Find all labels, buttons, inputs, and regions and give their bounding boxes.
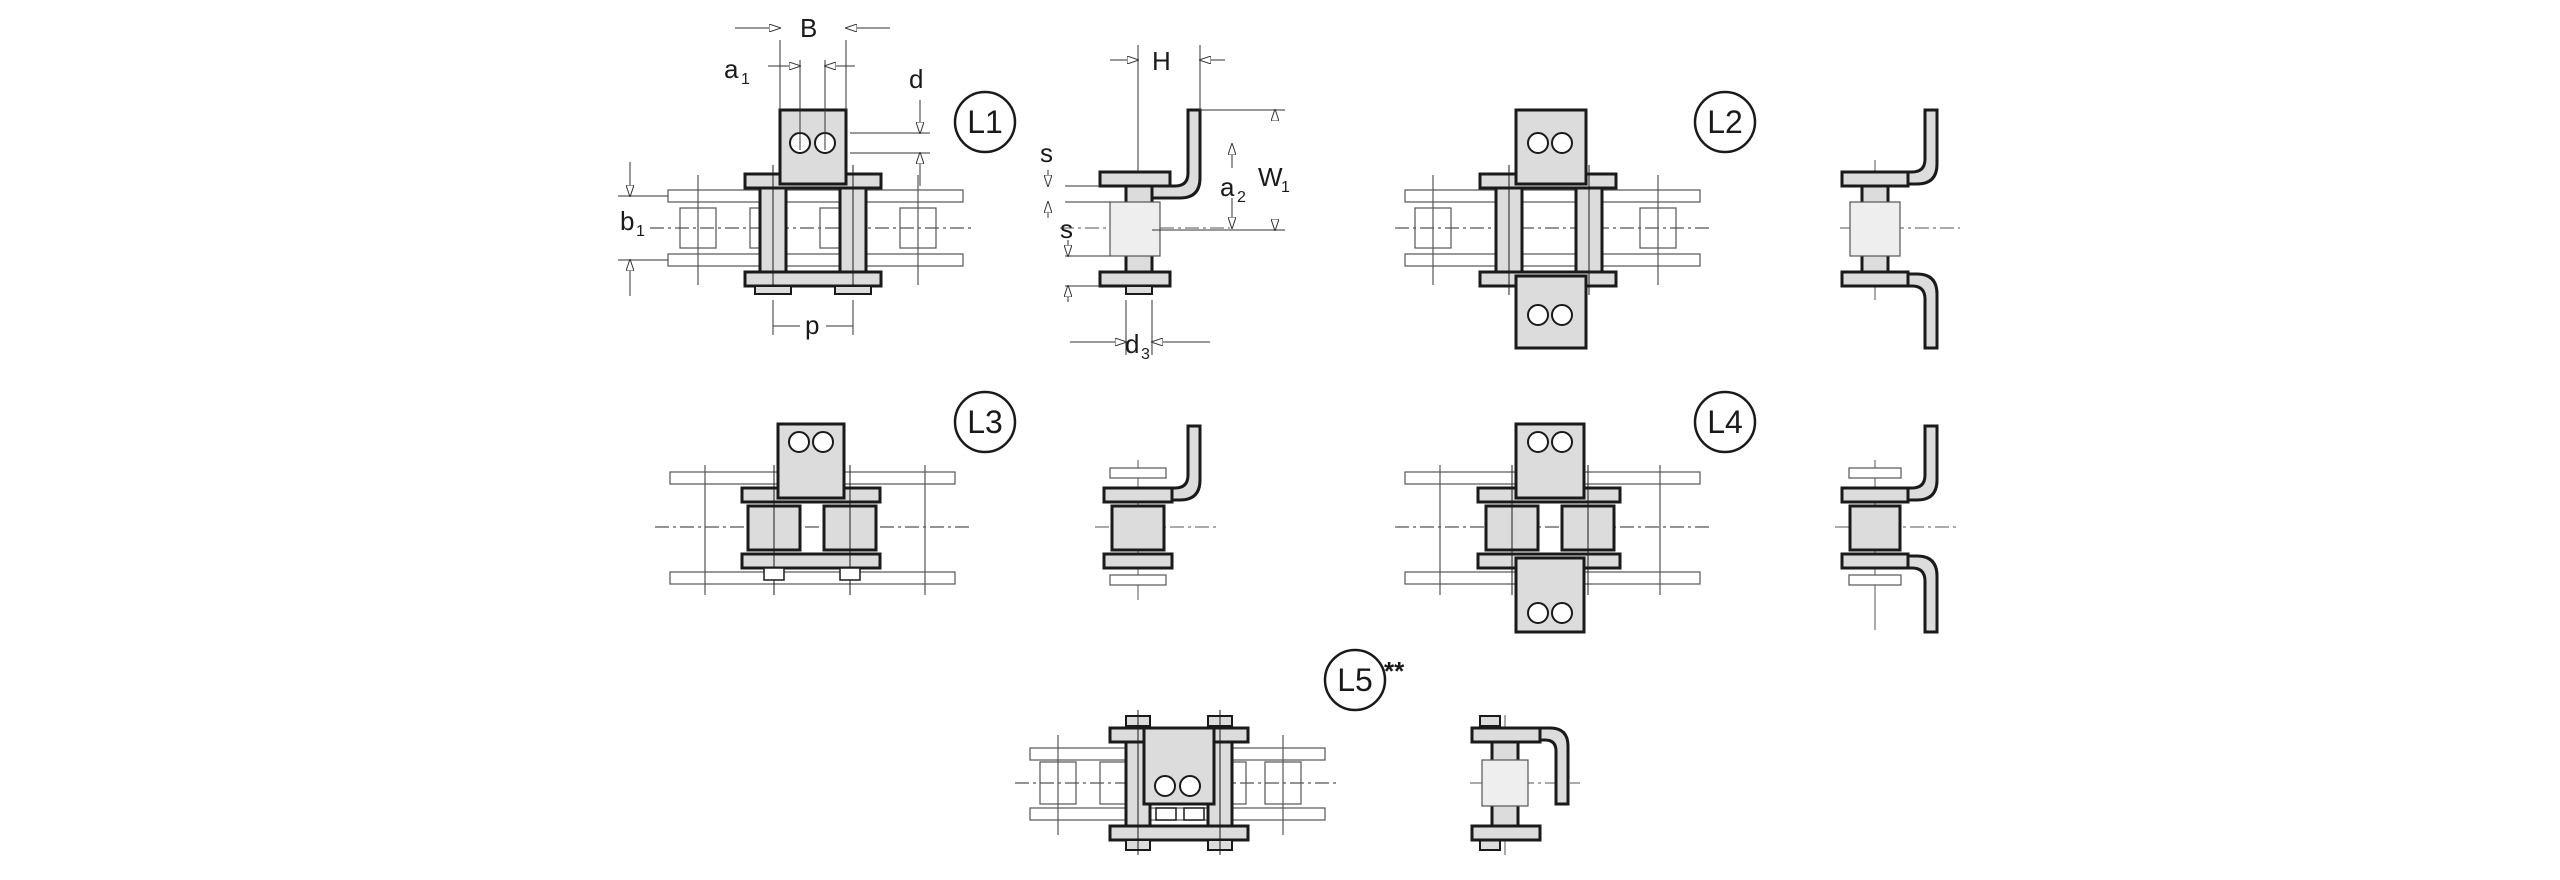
dim-label-a2: a bbox=[1220, 172, 1235, 202]
dim-label-b1-sub: 1 bbox=[636, 223, 645, 240]
view-l3-side bbox=[1095, 424, 1220, 600]
badge-circle-l1 bbox=[953, 90, 1017, 154]
view-l2-side bbox=[1840, 108, 1960, 350]
badge-l5: L5 bbox=[1337, 662, 1373, 698]
dim-label-a2-sub: 2 bbox=[1237, 189, 1246, 206]
dimension-lines bbox=[618, 28, 930, 335]
badge-l2: L2 bbox=[1707, 104, 1743, 140]
bottom-plate bbox=[743, 270, 883, 288]
view-l5-front bbox=[1015, 710, 1340, 855]
dim-label-d: d bbox=[909, 64, 923, 94]
badge-l5-note: ** bbox=[1384, 656, 1405, 686]
dim-label-W1-sub: 1 bbox=[1281, 179, 1290, 196]
view-l1-side bbox=[1048, 45, 1285, 355]
dim-label-s-lower: s bbox=[1060, 214, 1073, 244]
dim-label-d3: d bbox=[1125, 329, 1139, 359]
dim-label-W1: W bbox=[1258, 162, 1283, 192]
badge-circle-l2 bbox=[1693, 90, 1757, 154]
dim-label-s-upper: s bbox=[1040, 138, 1053, 168]
view-l5-side bbox=[1470, 715, 1580, 855]
dim-label-b1: b bbox=[620, 206, 634, 236]
view-l1-front bbox=[618, 28, 975, 335]
dim-label-a1: a bbox=[724, 54, 739, 84]
dim-label-d3-sub: 3 bbox=[1141, 346, 1150, 363]
badge-l1: L1 bbox=[967, 104, 1003, 140]
dim-label-p: p bbox=[805, 310, 819, 340]
chain-background bbox=[650, 175, 975, 285]
badge-circle-l3 bbox=[953, 390, 1017, 454]
dim-label-H: H bbox=[1152, 46, 1171, 76]
badge-l4: L4 bbox=[1707, 404, 1743, 440]
bent-attachment bbox=[1150, 108, 1202, 200]
view-l3-front bbox=[655, 422, 970, 595]
view-l4-front bbox=[1395, 422, 1710, 634]
view-l2-front bbox=[1395, 108, 1710, 350]
dim-label-B: B bbox=[800, 13, 817, 43]
dim-label-a1-sub: 1 bbox=[741, 71, 750, 88]
badge-circle-l5 bbox=[1323, 648, 1387, 712]
badge-circle-l4 bbox=[1693, 390, 1757, 454]
view-l4-side bbox=[1835, 424, 1960, 634]
badge-l3: L3 bbox=[967, 404, 1003, 440]
